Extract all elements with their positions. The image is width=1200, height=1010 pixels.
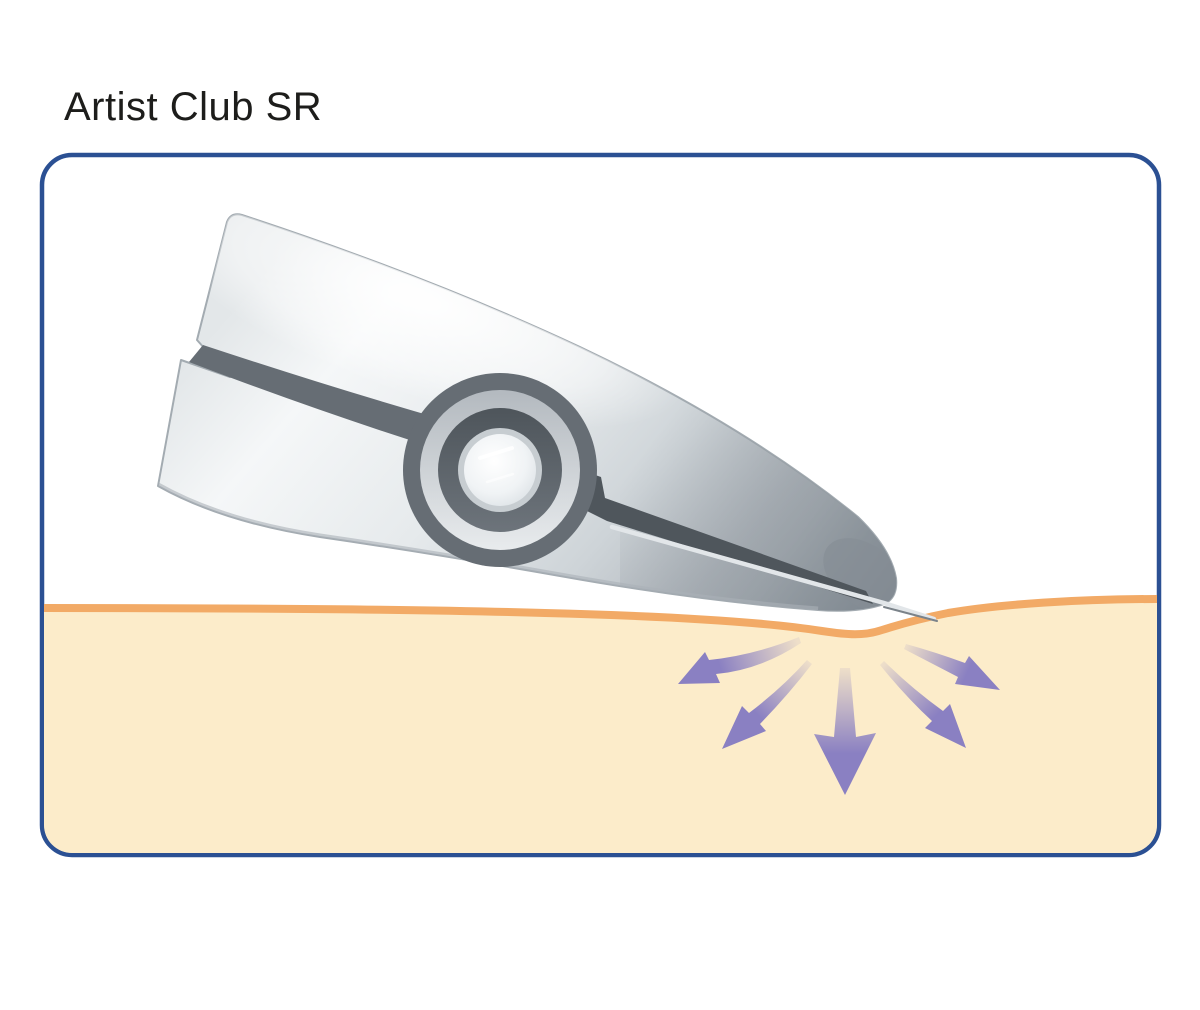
- pressure-arrow-down-right: [880, 661, 966, 748]
- pressure-arrow-down: [814, 668, 876, 795]
- pressure-arrows: [678, 637, 1000, 795]
- page-title: Artist Club SR: [64, 85, 323, 129]
- razor-head: [157, 213, 938, 622]
- skin-surface-line: [44, 595, 1157, 639]
- razor-blade-channel: [575, 468, 873, 604]
- skin-fill: [44, 599, 1157, 853]
- pressure-arrow-left: [678, 637, 801, 684]
- razor-jaw-slot: [189, 345, 462, 451]
- blade-edge-highlight: [609, 524, 937, 622]
- pivot-crystal-sparkle-small: [485, 472, 515, 484]
- pressure-arrow-right: [904, 644, 1000, 690]
- pressure-arrow-down-left: [722, 660, 812, 749]
- pivot-crystal-sparkle: [478, 446, 514, 460]
- pivot-crystal: [464, 434, 536, 506]
- skin-surface: [44, 595, 1157, 853]
- blade-needle-tip: [883, 606, 938, 622]
- razor-top-highlight: [158, 214, 687, 428]
